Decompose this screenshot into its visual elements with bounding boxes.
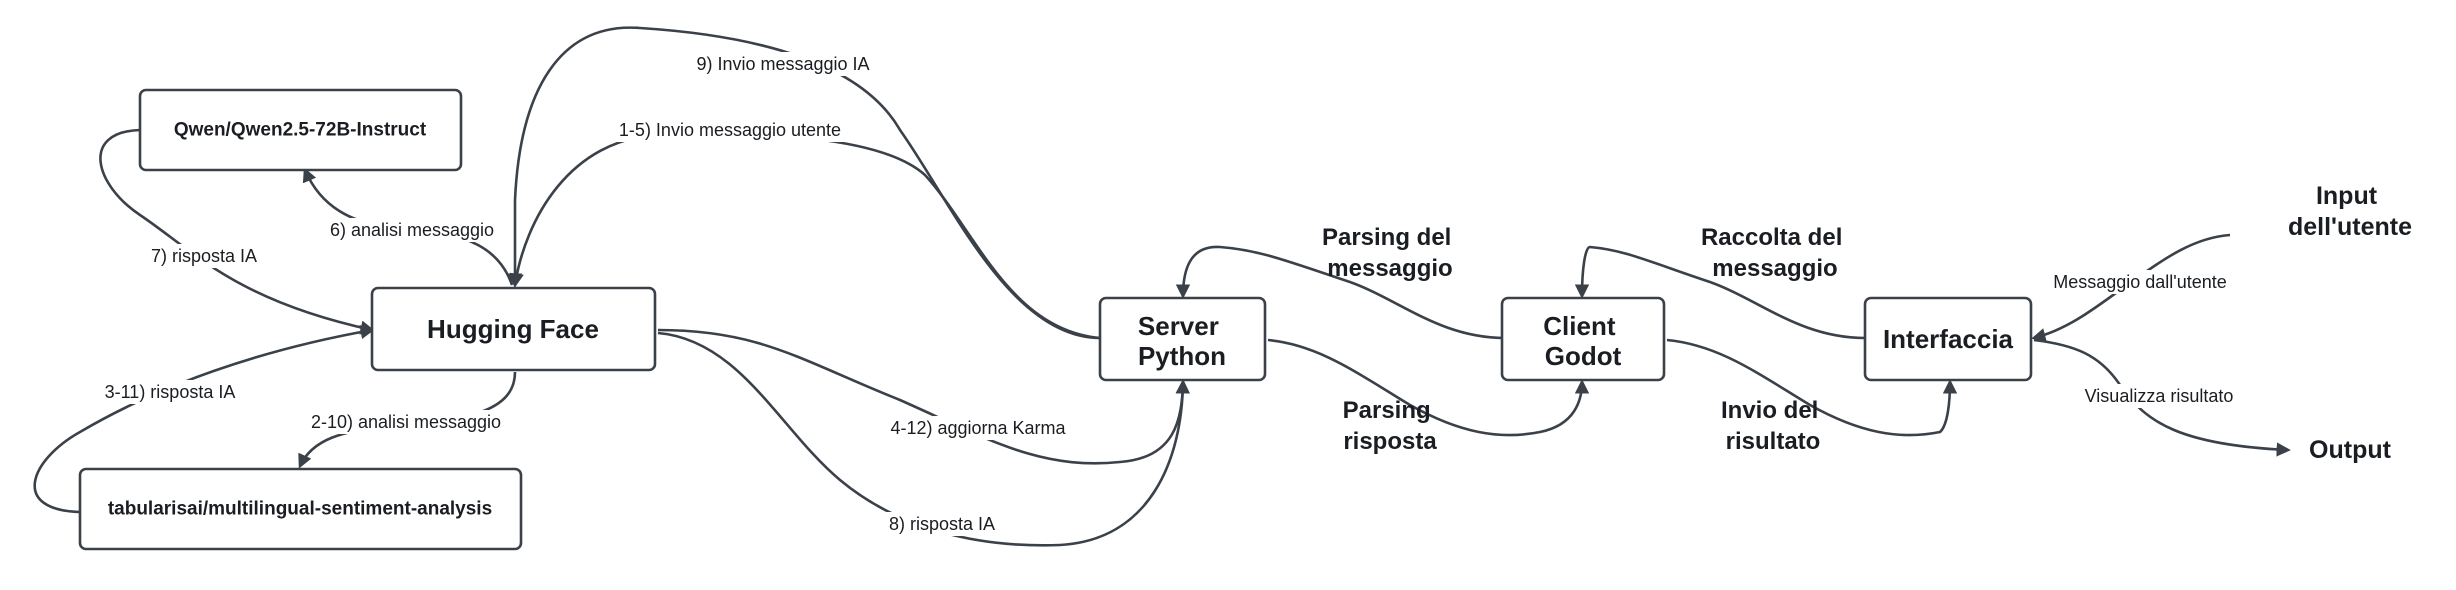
flow-label-raccolta: Raccolta del messaggio (1701, 224, 1849, 282)
edge-label-aggiorna-karma: 4-12) aggiorna Karma (880, 416, 1076, 440)
edge-label-risposta-sentiment: 3-11) risposta IA (92, 380, 248, 404)
edge-label-analisi-sentiment: 2-10) analisi messaggio (304, 410, 508, 434)
svg-text:9) Invio messaggio IA: 9) Invio messaggio IA (696, 54, 869, 74)
node-sentiment[interactable]: tabularisai/multilingual-sentiment-analy… (78, 467, 523, 551)
node-server-python[interactable]: Server Python (1098, 296, 1267, 382)
svg-text:tabularisai/multilingual-senti: tabularisai/multilingual-sentiment-analy… (108, 499, 492, 520)
svg-text:Qwen/Qwen2.5-72B-Instruct: Qwen/Qwen2.5-72B-Instruct (174, 120, 427, 141)
edge-raccolta (1574, 245, 1866, 340)
edge-label-visualizza: Visualizza risultato (2074, 384, 2244, 408)
edge-label-risposta-server: 8) risposta IA (880, 512, 1004, 536)
edge-parsing-messaggio (1175, 245, 1506, 340)
node-output: Output (2309, 436, 2392, 464)
edge-invio-risultato (1666, 338, 1958, 437)
edge-risposta-qwen (99, 128, 375, 335)
svg-text:Visualizza risultato: Visualizza risultato (2085, 386, 2234, 406)
svg-text:1-5) Invio messaggio utente: 1-5) Invio messaggio utente (619, 120, 841, 140)
edge-label-risposta-qwen: 7) risposta IA (140, 244, 268, 268)
svg-text:Interfaccia: Interfaccia (1883, 324, 2014, 354)
edge-label-invio-ia: 9) Invio messaggio IA (688, 52, 878, 76)
edge-label-messaggio-utente: Messaggio dall'utente (2038, 270, 2242, 294)
flow-label-parsing-messaggio: Parsing del messaggio (1322, 224, 1458, 282)
svg-text:8) risposta IA: 8) risposta IA (889, 514, 995, 534)
edge-parsing-risposta (1267, 338, 1590, 437)
node-interfaccia[interactable]: Interfaccia (1863, 296, 2033, 382)
edge-label-invio-utente: 1-5) Invio messaggio utente (605, 118, 855, 142)
svg-text:4-12) aggiorna Karma: 4-12) aggiorna Karma (890, 418, 1066, 438)
svg-text:Server Python: Server Python (1138, 311, 1226, 371)
svg-text:Hugging Face: Hugging Face (427, 314, 599, 344)
svg-text:3-11) risposta IA: 3-11) risposta IA (105, 382, 236, 402)
node-client-godot[interactable]: Client Godot (1500, 296, 1666, 382)
edge-risposta-sentiment (33, 324, 375, 514)
node-qwen[interactable]: Qwen/Qwen2.5-72B-Instruct (138, 88, 463, 172)
edge-label-analisi-qwen: 6) analisi messaggio (322, 218, 502, 242)
node-hugging-face[interactable]: Hugging Face (370, 286, 657, 372)
svg-text:2-10) analisi messaggio: 2-10) analisi messaggio (311, 412, 501, 432)
node-input-utente: Input dell'utente (2288, 182, 2412, 241)
flow-label-parsing-risposta: Parsing risposta (1343, 397, 1438, 455)
svg-text:Client Godot: Client Godot (1543, 311, 1622, 371)
flow-label-invio-risultato: Invio del risultato (1721, 397, 1825, 455)
svg-text:7) risposta IA: 7) risposta IA (151, 246, 257, 266)
svg-text:Messaggio dall'utente: Messaggio dall'utente (2053, 272, 2227, 292)
svg-text:6) analisi messaggio: 6) analisi messaggio (330, 220, 494, 240)
